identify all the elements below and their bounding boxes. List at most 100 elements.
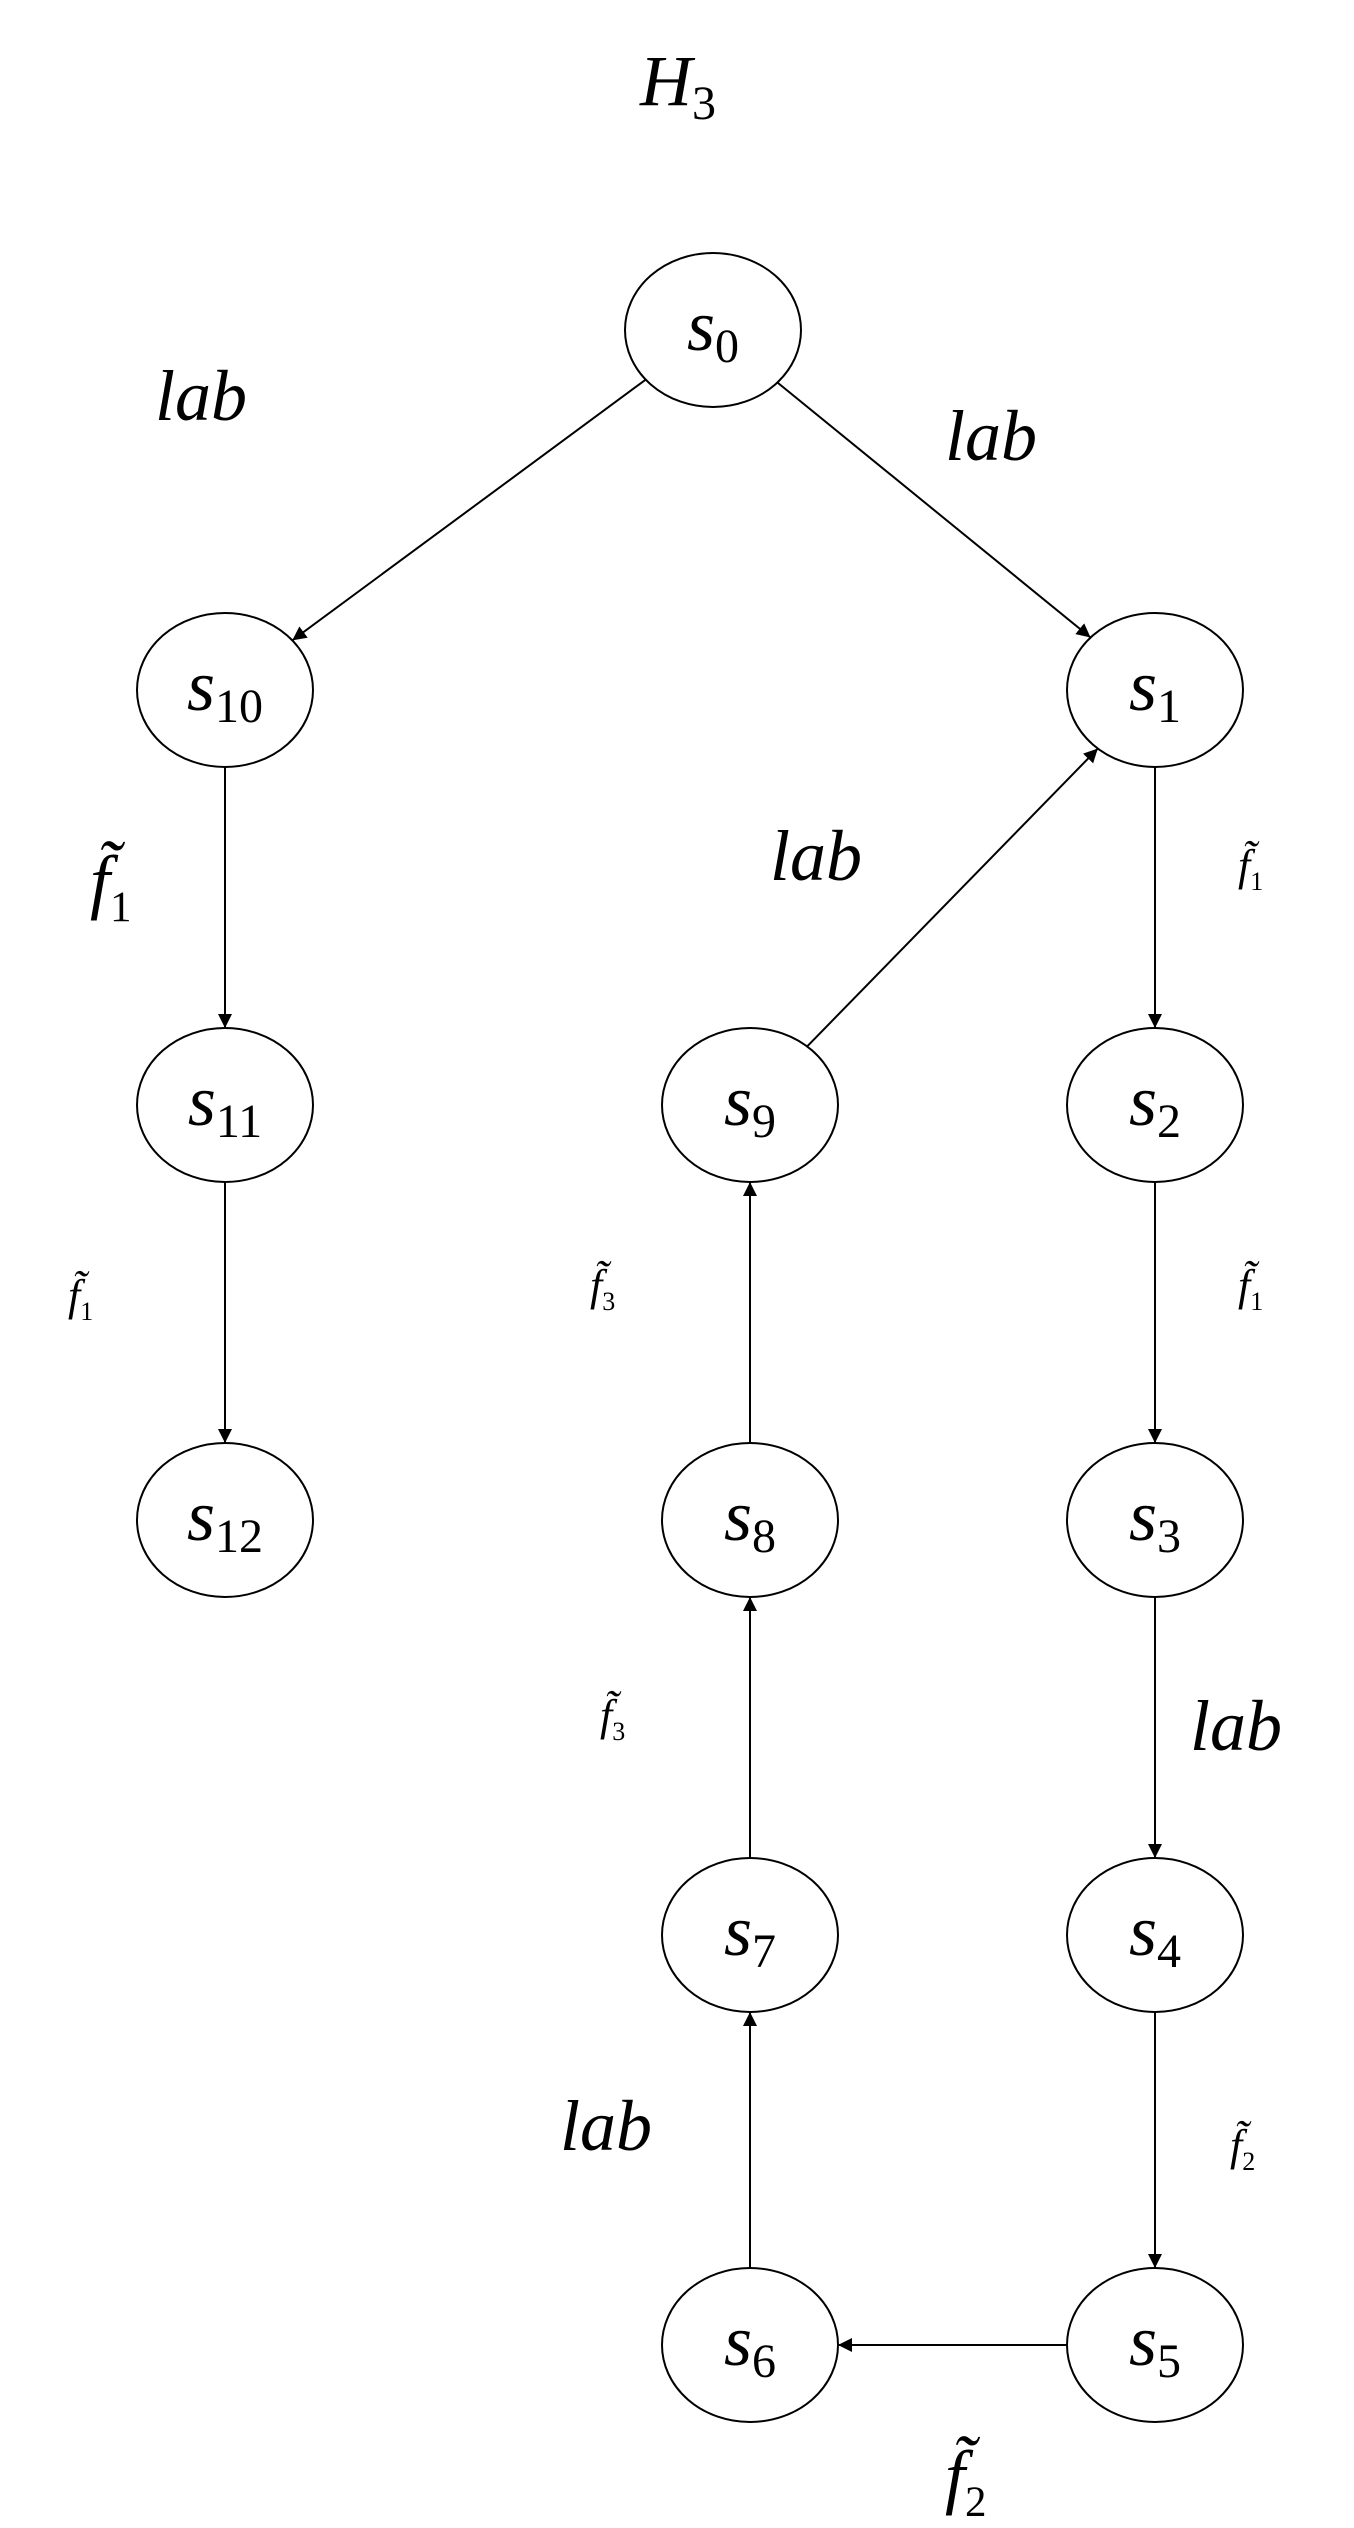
state-node-base: s [1129,1476,1157,1556]
state-node-subscript: 12 [215,1510,263,1563]
state-node-subscript: 7 [752,1925,776,1978]
edge-label-subscript: 1 [110,884,132,931]
state-node-shape [136,1027,314,1183]
edge-label-s11-s12: f̃1 [68,1271,93,1326]
state-node-s10: s10 [136,612,314,768]
edge-label-text: lab [1190,1686,1282,1766]
state-node-s0: s0 [624,252,802,408]
edge-label-text: lab [770,816,862,896]
state-node-s1: s1 [1066,612,1244,768]
state-node-shape [624,252,802,408]
state-node-subscript: 5 [1157,2335,1181,2388]
state-node-label: s4 [1129,1891,1181,1978]
edge-label-text: lab [155,356,247,436]
state-node-base: s [1129,1061,1157,1141]
state-node-label: s8 [724,1476,776,1563]
title-main: H [639,41,696,121]
state-node-label: s5 [1129,2301,1181,2388]
edge-label-subscript: 2 [965,2479,987,2526]
edge-label-subscript: 2 [1242,2147,1255,2176]
edge-label-s8-s9: f̃3 [590,1261,615,1316]
edge-label-subscript: 3 [602,1287,615,1316]
state-node-subscript: 10 [215,680,263,733]
state-node-subscript: 11 [216,1095,262,1148]
state-node-subscript: 9 [752,1095,776,1148]
edge-label-s10-s11: f̃1 [90,841,132,931]
edge-label-subscript: 1 [1250,1287,1263,1316]
state-node-base: s [187,1476,215,1556]
state-node-s8: s8 [661,1442,839,1598]
state-node-s4: s4 [1066,1857,1244,2013]
state-node-label: s3 [1129,1476,1181,1563]
edge-label-s1-s2: f̃1 [1238,841,1263,896]
state-node-label: s1 [1129,646,1181,733]
diagram-title: H3 [639,41,716,130]
edge-label-s4-s5: f̃2 [1230,2121,1255,2176]
state-node-shape [136,612,314,768]
edge-s0-s10 [291,378,647,642]
edge-s0-s1 [776,381,1092,639]
state-node-base: s [724,1061,752,1141]
state-node-subscript: 6 [752,2335,776,2388]
state-node-s3: s3 [1066,1442,1244,1598]
state-node-base: s [724,2301,752,2381]
edge-label-subscript: 1 [1250,867,1263,896]
state-node-subscript: 4 [1157,1925,1181,1978]
state-node-base: s [687,286,715,366]
state-node-base: s [724,1476,752,1556]
state-node-subscript: 8 [752,1510,776,1563]
state-node-base: s [724,1891,752,1971]
edge-label-s2-s3: f̃1 [1238,1261,1263,1316]
edge-label-text: lab [560,2086,652,2166]
state-node-label: s11 [188,1061,262,1148]
edge-label-s0-s10: lab [155,356,247,436]
edge-label-s3-s4: lab [1190,1686,1282,1766]
state-node-base: s [1129,2301,1157,2381]
edge-label-s7-s8: f̃3 [600,1691,625,1746]
state-node-subscript: 1 [1157,680,1181,733]
edge-label-s0-s1: lab [945,396,1037,476]
state-node-shape [136,1442,314,1598]
state-node-shape [1066,2267,1244,2423]
state-node-shape [1066,1027,1244,1183]
edge-labels-layer: lab lab f̃1 f̃1 f̃1 f̃1 lab f̃2 f̃2 lab f̃3 f̃3 lab [68,356,1282,2526]
edges-layer [218,378,1162,2352]
edge-label-s5-s6: f̃2 [945,2436,987,2526]
edge-label-subscript: 3 [612,1717,625,1746]
state-node-shape [1066,1857,1244,2013]
state-node-label: s7 [724,1891,776,1978]
state-node-label: s12 [187,1476,263,1563]
state-node-label: s0 [687,286,739,373]
state-node-s11: s11 [136,1027,314,1183]
state-node-s12: s12 [136,1442,314,1598]
edge-label-subscript: 1 [80,1297,93,1326]
state-node-shape [1066,1442,1244,1598]
state-node-label: s2 [1129,1061,1181,1148]
state-node-shape [661,1857,839,2013]
state-node-subscript: 2 [1157,1095,1181,1148]
state-node-base: s [1129,646,1157,726]
state-node-label: s10 [187,646,263,733]
state-node-shape [661,1027,839,1183]
state-node-label: s9 [724,1061,776,1148]
state-node-shape [661,1442,839,1598]
state-node-subscript: 3 [1157,1510,1181,1563]
state-node-s6: s6 [661,2267,839,2423]
state-node-s9: s9 [661,1027,839,1183]
edge-label-s9-s1: lab [770,816,862,896]
edge-s9-s1 [806,747,1099,1048]
state-node-shape [661,2267,839,2423]
edge-label-text: lab [945,396,1037,476]
state-node-s5: s5 [1066,2267,1244,2423]
state-node-base: s [187,646,215,726]
edge-label-s6-s7: lab [560,2086,652,2166]
state-node-base: s [188,1061,216,1141]
state-node-label: s6 [724,2301,776,2388]
title-sub: 3 [692,77,716,130]
state-node-shape [1066,612,1244,768]
state-node-base: s [1129,1891,1157,1971]
state-node-s2: s2 [1066,1027,1244,1183]
state-node-s7: s7 [661,1857,839,2013]
